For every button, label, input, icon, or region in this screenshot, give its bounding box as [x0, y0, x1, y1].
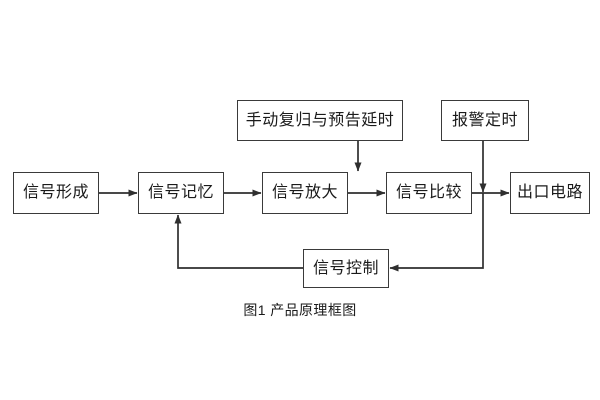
node-label: 信号形成: [22, 184, 89, 201]
node-label: 信号控制: [312, 259, 379, 277]
node-label: 信号比较: [395, 184, 462, 201]
edge-signal-cmp-to-signal-ctrl: [389, 193, 484, 272]
node-signal-amplify[interactable]: 信号放大: [262, 172, 348, 214]
node-label: 出口电路: [516, 184, 583, 201]
node-label: 信号记忆: [147, 184, 214, 201]
diagram-caption: 图1 产品原理框图: [243, 302, 357, 318]
node-output-circuit[interactable]: 出口电路: [510, 172, 590, 214]
node-signal-memory[interactable]: 信号记忆: [138, 172, 224, 214]
node-signal-compare[interactable]: 信号比较: [386, 172, 472, 214]
node-signal-form[interactable]: 信号形成: [13, 172, 99, 214]
node-label: 报警定时: [451, 111, 518, 129]
edge-signal-ctrl-to-signal-memory: [174, 214, 303, 269]
node-label: 信号放大: [271, 184, 338, 201]
node-alarm-timer[interactable]: 报警定时: [441, 100, 529, 141]
node-label: 手动复归与预告延时: [245, 111, 395, 129]
node-signal-control[interactable]: 信号控制: [303, 249, 389, 288]
node-manual-reset-and-prealarm-delay[interactable]: 手动复归与预告延时: [237, 100, 403, 141]
